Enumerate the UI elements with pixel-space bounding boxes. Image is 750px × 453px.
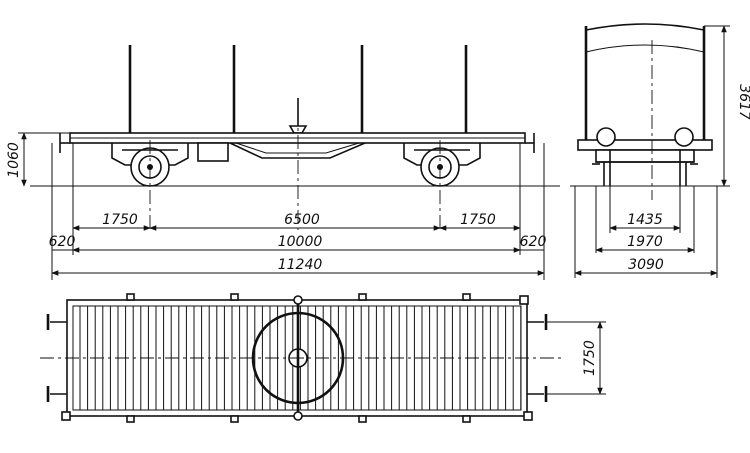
right-bogie [403, 143, 481, 187]
dim-axle-width-label: 1970 [627, 234, 663, 250]
dim-bogie-overhang-left: 1750 [102, 212, 138, 228]
dim-bogie-centers: 6500 [284, 212, 320, 228]
dim-plan-width: 1750 [546, 321, 606, 395]
dim-row-overall: 11240 [51, 257, 545, 276]
dim-gauge-label: 1435 [627, 212, 663, 228]
dim-end-overall: 3090 [574, 257, 718, 276]
dim-end-gauge: 1435 [609, 212, 681, 231]
side-view [30, 45, 560, 230]
plan-corners [61, 295, 533, 421]
dim-frame-length: 10000 [278, 234, 323, 250]
end-extension-lines [574, 186, 718, 278]
plan-view [40, 293, 565, 423]
dim-end-right: 620 [520, 234, 547, 250]
extension-lines [51, 143, 545, 280]
dim-plan-width-label: 1750 [582, 340, 598, 376]
dim-overall-width-label: 3090 [628, 257, 664, 273]
dim-row-bogies: 1750 6500 1750 [72, 212, 521, 231]
stake-pockets [126, 293, 471, 423]
stakes [128, 45, 468, 140]
dim-row-frame: 620 10000 620 [49, 234, 547, 253]
underframe [59, 132, 535, 162]
dim-end-height: 3617 [704, 25, 750, 187]
dim-end-left: 620 [49, 234, 76, 250]
dim-bogie-overhang-right: 1750 [460, 212, 496, 228]
dim-end-height-label: 3617 [736, 84, 750, 120]
dim-side-height: 1060 [6, 132, 70, 187]
dim-side-height-label: 1060 [6, 142, 22, 178]
dim-end-axle: 1970 [595, 234, 695, 253]
end-view [570, 23, 720, 200]
dim-overall-length: 11240 [278, 257, 323, 273]
